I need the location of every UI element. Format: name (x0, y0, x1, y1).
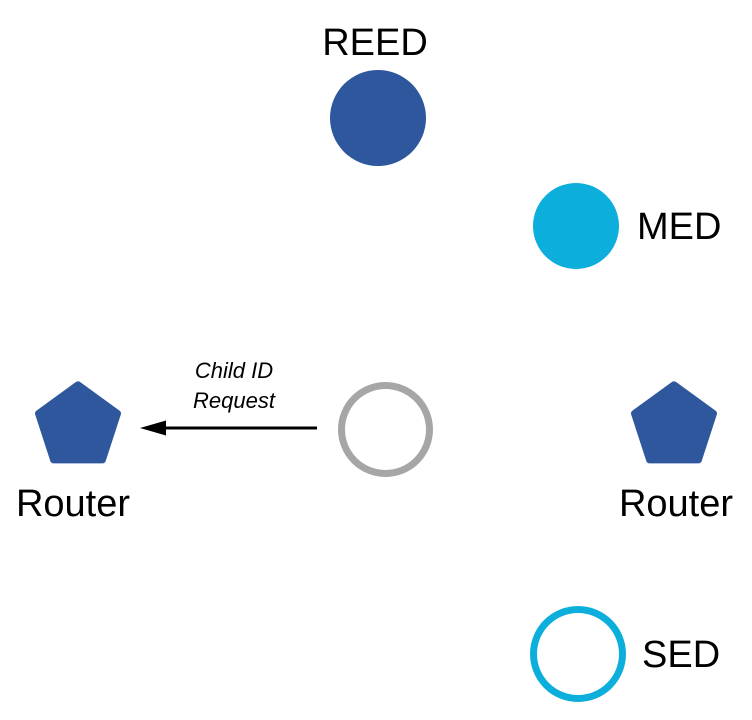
router-left-pentagon-icon (35, 381, 121, 464)
child-id-request-label-line1: Child ID (194, 358, 274, 383)
sed-label: SED (642, 634, 721, 676)
sed-node-circle (530, 606, 626, 702)
pentagon-shape (631, 381, 717, 464)
arrow-head-icon (140, 420, 166, 436)
reed-node-circle (330, 70, 426, 166)
joining-device-circle (338, 382, 433, 477)
reed-label: REED (322, 22, 428, 64)
child-id-request-label: Child ID Request (193, 356, 275, 416)
med-label: MED (637, 206, 722, 248)
med-node-circle (533, 183, 619, 269)
child-id-request-label-line2: Request (193, 388, 275, 413)
router-left-label: Router (15, 483, 131, 525)
pentagon-shape (35, 381, 121, 464)
router-right-label: Router (618, 483, 734, 525)
router-right-pentagon-icon (631, 381, 717, 464)
